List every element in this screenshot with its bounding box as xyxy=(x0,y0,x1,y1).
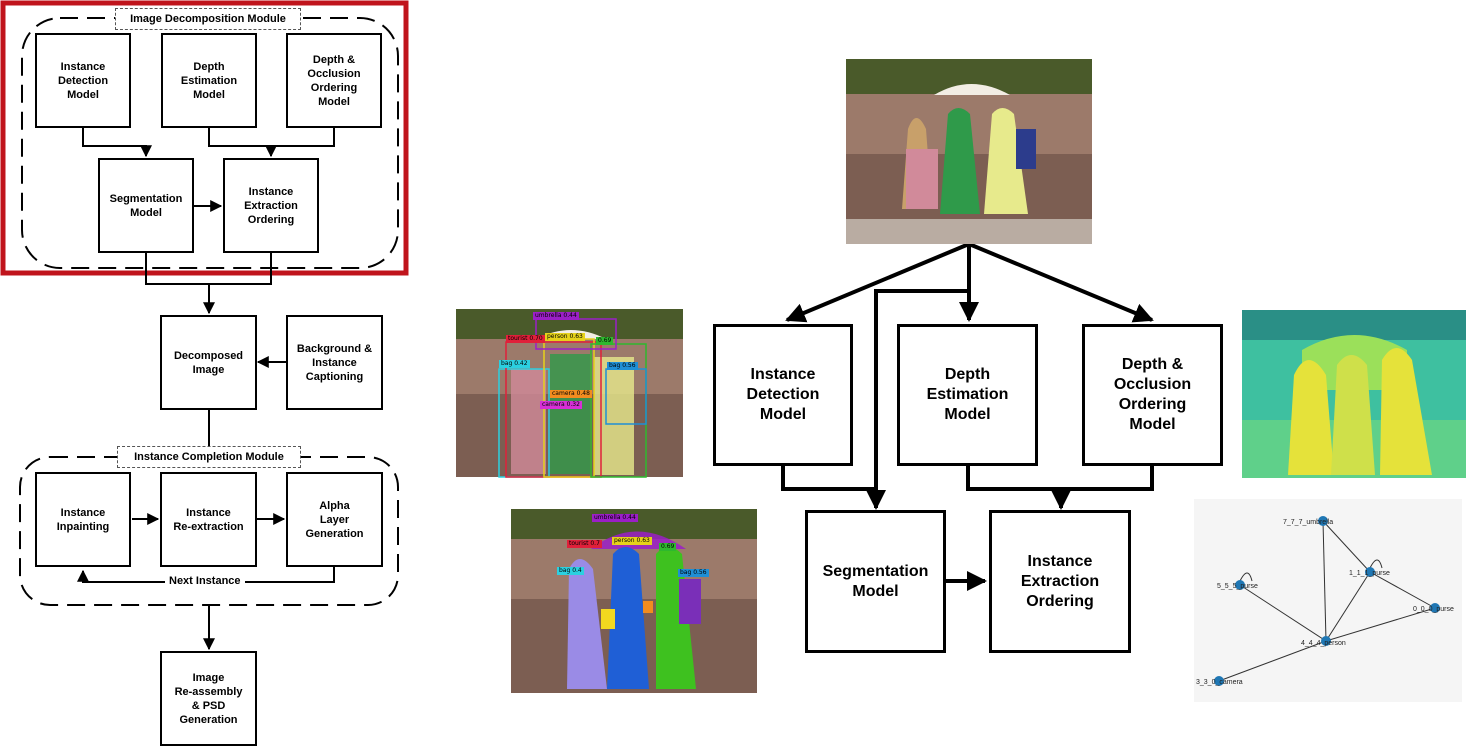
instance-inpainting-box: Instance Inpainting xyxy=(35,472,131,567)
right-instance-extraction-box: Instance Extraction Ordering xyxy=(989,510,1131,653)
ordering-graph-panel xyxy=(1194,499,1462,702)
arrow-depth-to-extract xyxy=(208,128,277,158)
right-depth-occlusion-box: Depth & Occlusion Ordering Model xyxy=(1082,324,1223,466)
right-segmentation-box: Segmentation Model xyxy=(805,510,946,653)
left-instance-detection-box: Instance Detection Model xyxy=(35,33,131,128)
segmentation-label: tourist 0.7 xyxy=(567,540,602,548)
ordering-graph-edges xyxy=(1218,520,1436,682)
completion-module-label: Instance Completion Module xyxy=(117,446,301,468)
arrow-occlusion-to-extract-right xyxy=(1061,466,1154,491)
next-instance-label: Next Instance xyxy=(165,575,245,587)
input-photo xyxy=(846,59,1092,244)
arrow-image-to-occlusion xyxy=(968,242,1154,323)
arrow-module-to-decomposed xyxy=(145,253,272,313)
graph-node-label: 4_4_4_person xyxy=(1301,640,1346,647)
decomposition-module-label: Image Decomposition Module xyxy=(115,8,301,30)
decomposed-image-box: Decomposed Image xyxy=(160,315,257,410)
graph-node xyxy=(1235,580,1245,590)
graph-node xyxy=(1430,603,1440,613)
arrow-detect-to-seg xyxy=(82,128,152,158)
instance-reextraction-box: Instance Re-extraction xyxy=(160,472,257,567)
background-captioning-box: Background & Instance Captioning xyxy=(286,315,383,410)
segmentation-label: bag 0.4 xyxy=(557,567,584,575)
detection-label: 0.69 xyxy=(596,337,614,345)
left-instance-extraction-box: Instance Extraction Ordering xyxy=(223,158,319,253)
detection-label: bag 0.56 xyxy=(607,362,638,370)
graph-node xyxy=(1365,567,1375,577)
graph-node-label: 7_7_7_umbrella xyxy=(1283,519,1333,526)
alpha-layer-box: Alpha Layer Generation xyxy=(286,472,383,567)
segmentation-label: bag 0.56 xyxy=(678,569,709,577)
reassembly-box: Image Re-assembly & PSD Generation xyxy=(160,651,257,746)
right-depth-estimation-box: Depth Estimation Model xyxy=(897,324,1038,466)
segmentation-label: 0.69 xyxy=(659,543,677,551)
left-depth-occlusion-box: Depth & Occlusion Ordering Model xyxy=(286,33,382,128)
graph-node-label: 3_3_0_camera xyxy=(1196,679,1243,686)
highlight-frame xyxy=(0,0,409,276)
detection-label: camera 0.32 xyxy=(540,401,582,409)
arrow-detect-to-seg-right xyxy=(781,466,876,491)
left-depth-estimation-box: Depth Estimation Model xyxy=(161,33,257,128)
graph-node xyxy=(1321,636,1331,646)
detection-label: umbrella 0.44 xyxy=(533,312,579,320)
arrow-image-to-seg xyxy=(866,289,969,510)
detection-label: tourist 0.70 xyxy=(506,335,545,343)
arrow-occlusion-to-extract xyxy=(271,128,335,147)
graph-node xyxy=(1214,676,1224,686)
left-segmentation-box: Segmentation Model xyxy=(98,158,194,253)
depth-map xyxy=(1242,310,1466,478)
segmentation-label: umbrella 0.44 xyxy=(592,514,638,522)
graph-node-label: 5_5_5_purse xyxy=(1217,583,1258,590)
segmentation-photo xyxy=(511,509,757,693)
detection-label: person 0.63 xyxy=(545,333,585,341)
arrow-depth-to-extract-right xyxy=(966,466,1071,510)
graph-node-label: 1_1_1_purse xyxy=(1349,570,1390,577)
graph-node-label: 0_0_0_purse xyxy=(1413,606,1454,613)
segmentation-label: person 0.63 xyxy=(612,537,652,545)
arrow-image-to-detect xyxy=(785,242,970,323)
detection-label: camera 0.48 xyxy=(550,390,592,398)
detection-label: bag 0.42 xyxy=(499,360,530,368)
graph-node xyxy=(1318,516,1328,526)
right-instance-detection-box: Instance Detection Model xyxy=(713,324,853,466)
